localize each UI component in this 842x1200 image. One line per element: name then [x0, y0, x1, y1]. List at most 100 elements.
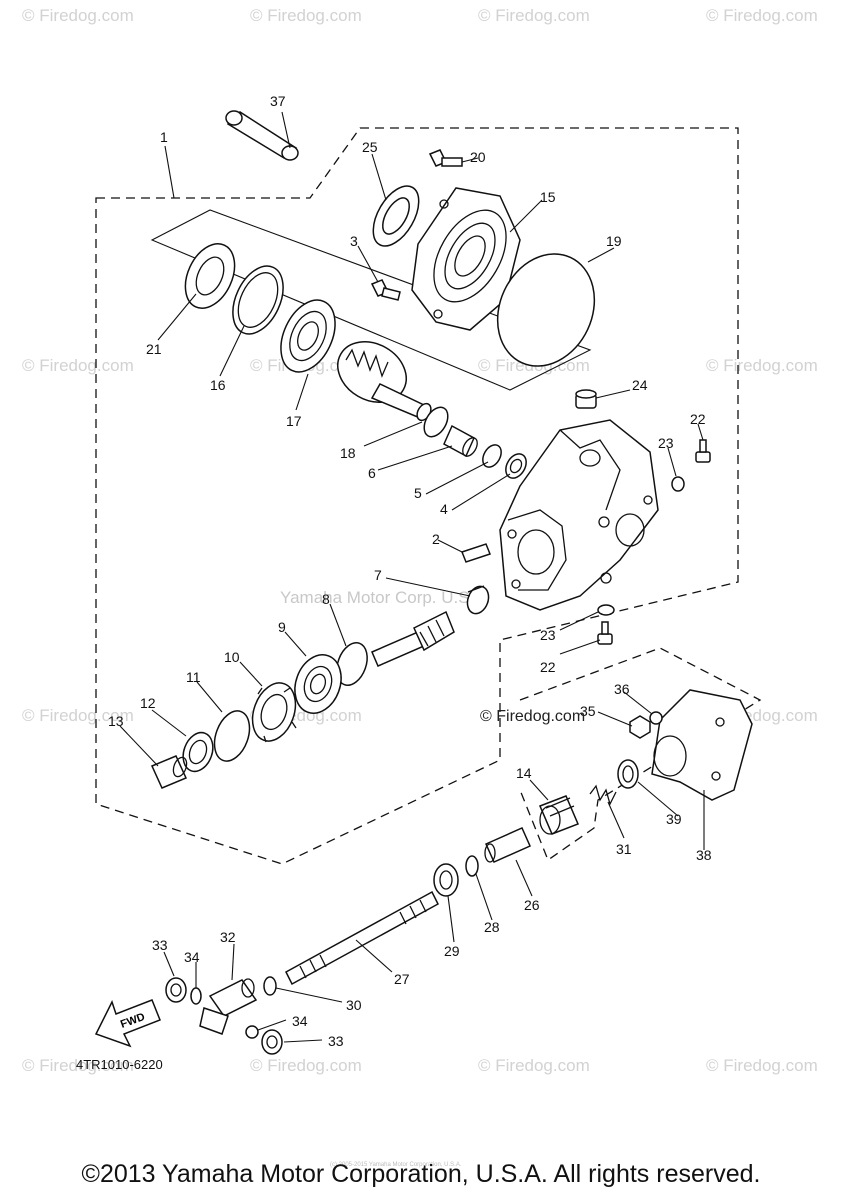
leader-lines: [119, 111, 705, 1043]
callout-23: 23: [658, 435, 674, 451]
part-30-circlip: [263, 976, 277, 996]
watermark: © Firedog.com: [706, 6, 818, 25]
part-28-circlip: [465, 855, 479, 877]
watermark: © Firedog.com: [22, 706, 134, 725]
callout-17: 17: [286, 413, 302, 429]
part-25-seal: [372, 185, 420, 247]
callout-10: 10: [224, 649, 240, 665]
diagram-code: 4TR1010-6220: [76, 1057, 163, 1072]
watermark: © Firedog.com: [478, 6, 590, 25]
fwd-arrow-icon: FWD: [94, 999, 161, 1048]
callout-3: 3: [350, 233, 358, 249]
part-16-shim: [232, 265, 284, 335]
part-24-cap: [575, 389, 597, 409]
callout-27: 27: [394, 971, 410, 987]
part-36-washer: [649, 711, 663, 725]
callout-2: 2: [432, 531, 440, 547]
callout-24: 24: [632, 377, 648, 393]
part-6-bearing: [443, 424, 478, 458]
part-7-bushing: [466, 585, 490, 615]
part-18-washer: [423, 406, 449, 438]
part-3-bolt: [370, 279, 401, 301]
part-10-nut: [251, 682, 297, 743]
part-37-tube: [225, 110, 299, 161]
callout-20: 20: [470, 149, 486, 165]
callout-5: 5: [414, 485, 422, 501]
callout-29: 29: [444, 943, 460, 959]
watermark: © Firedog.com: [250, 1056, 362, 1075]
part-21-seal: [184, 243, 236, 309]
callout-6: 6: [368, 465, 376, 481]
callout-35: 35: [580, 703, 596, 719]
assembly-outline: [95, 127, 739, 865]
callout-12: 12: [140, 695, 156, 711]
subassembly-outline: [519, 647, 762, 862]
watermark: © Firedog.com: [22, 356, 134, 375]
part-26-sleeve: [484, 827, 531, 863]
part-11-o-ring: [213, 710, 251, 762]
tiny-copyright: (c) 2005-2015 Yamaha Motor Corporation, …: [330, 1162, 462, 1168]
callout-31: 31: [616, 841, 632, 857]
callout-22b: 22: [540, 659, 556, 675]
callout-30: 30: [346, 997, 362, 1013]
part-9-bearing: [294, 654, 342, 714]
center-watermark: Yamaha Motor Corp. U.S.A.: [280, 588, 491, 607]
part-23-washer-top: [671, 476, 685, 492]
part-39-seal: [617, 759, 639, 789]
part-31-spring: [589, 784, 617, 806]
callout-22: 22: [690, 411, 706, 427]
watermark: © Firedog.com: [478, 1056, 590, 1075]
callout-37: 37: [270, 93, 286, 109]
callout-26: 26: [524, 897, 540, 913]
callout-32: 32: [220, 929, 236, 945]
gear-case-housing: [499, 419, 659, 611]
part-5-washer: [482, 444, 502, 468]
part-14-boot: [539, 795, 579, 835]
watermark: © Firedog.com: [250, 6, 362, 25]
part-2-stud: [461, 543, 491, 563]
callout-21: 21: [146, 341, 162, 357]
part-22-screw-top: [695, 439, 711, 463]
callout-16: 16: [210, 377, 226, 393]
part-27-drive-shaft: [285, 890, 439, 986]
part-12-seal: [182, 731, 214, 773]
callout-9: 9: [278, 619, 286, 635]
callout-38: 38: [696, 847, 712, 863]
part-23-washer-bottom: [597, 604, 615, 616]
callout-13: 13: [108, 713, 124, 729]
part-4-bushing: [505, 453, 527, 479]
part-32-universal-joint: [199, 978, 258, 1035]
part-34-circlip-top: [190, 987, 202, 1005]
part-15-housing-cover: [411, 187, 521, 331]
callout-8: 8: [322, 591, 330, 607]
callout-28: 28: [484, 919, 500, 935]
part-33-bearing-cap-bottom: [261, 1029, 283, 1055]
bearing-group-outline: [150, 209, 592, 391]
part-17-bearing: [280, 299, 336, 373]
copyright-footer: ©2013 Yamaha Motor Corporation, U.S.A. A…: [81, 1160, 761, 1188]
part-29-bearing: [433, 863, 459, 897]
callout-15: 15: [540, 189, 556, 205]
part-20-bolt: [428, 149, 463, 167]
callout-34: 34: [184, 949, 200, 965]
part-13-bushing: [150, 755, 188, 789]
part-34-circlip-bottom: [245, 1025, 259, 1039]
part-18-gear: [337, 341, 432, 422]
callout-1: 1: [160, 129, 168, 145]
callout-4: 4: [440, 501, 448, 517]
inline-watermark: © Firedog.com: [480, 708, 586, 725]
watermark: © Firedog.com: [706, 356, 818, 375]
callout-23b: 23: [540, 627, 556, 643]
callout-25: 25: [362, 139, 378, 155]
callout-18: 18: [340, 445, 356, 461]
callout-7: 7: [374, 567, 382, 583]
part-8-circlip: [336, 642, 368, 686]
callout-33b: 33: [328, 1033, 344, 1049]
watermark: © Firedog.com: [22, 6, 134, 25]
callout-19: 19: [606, 233, 622, 249]
callout-11: 11: [186, 669, 201, 685]
callout-34b: 34: [292, 1013, 308, 1029]
drive-pinion-shaft: [371, 610, 455, 667]
callout-14: 14: [516, 765, 532, 781]
